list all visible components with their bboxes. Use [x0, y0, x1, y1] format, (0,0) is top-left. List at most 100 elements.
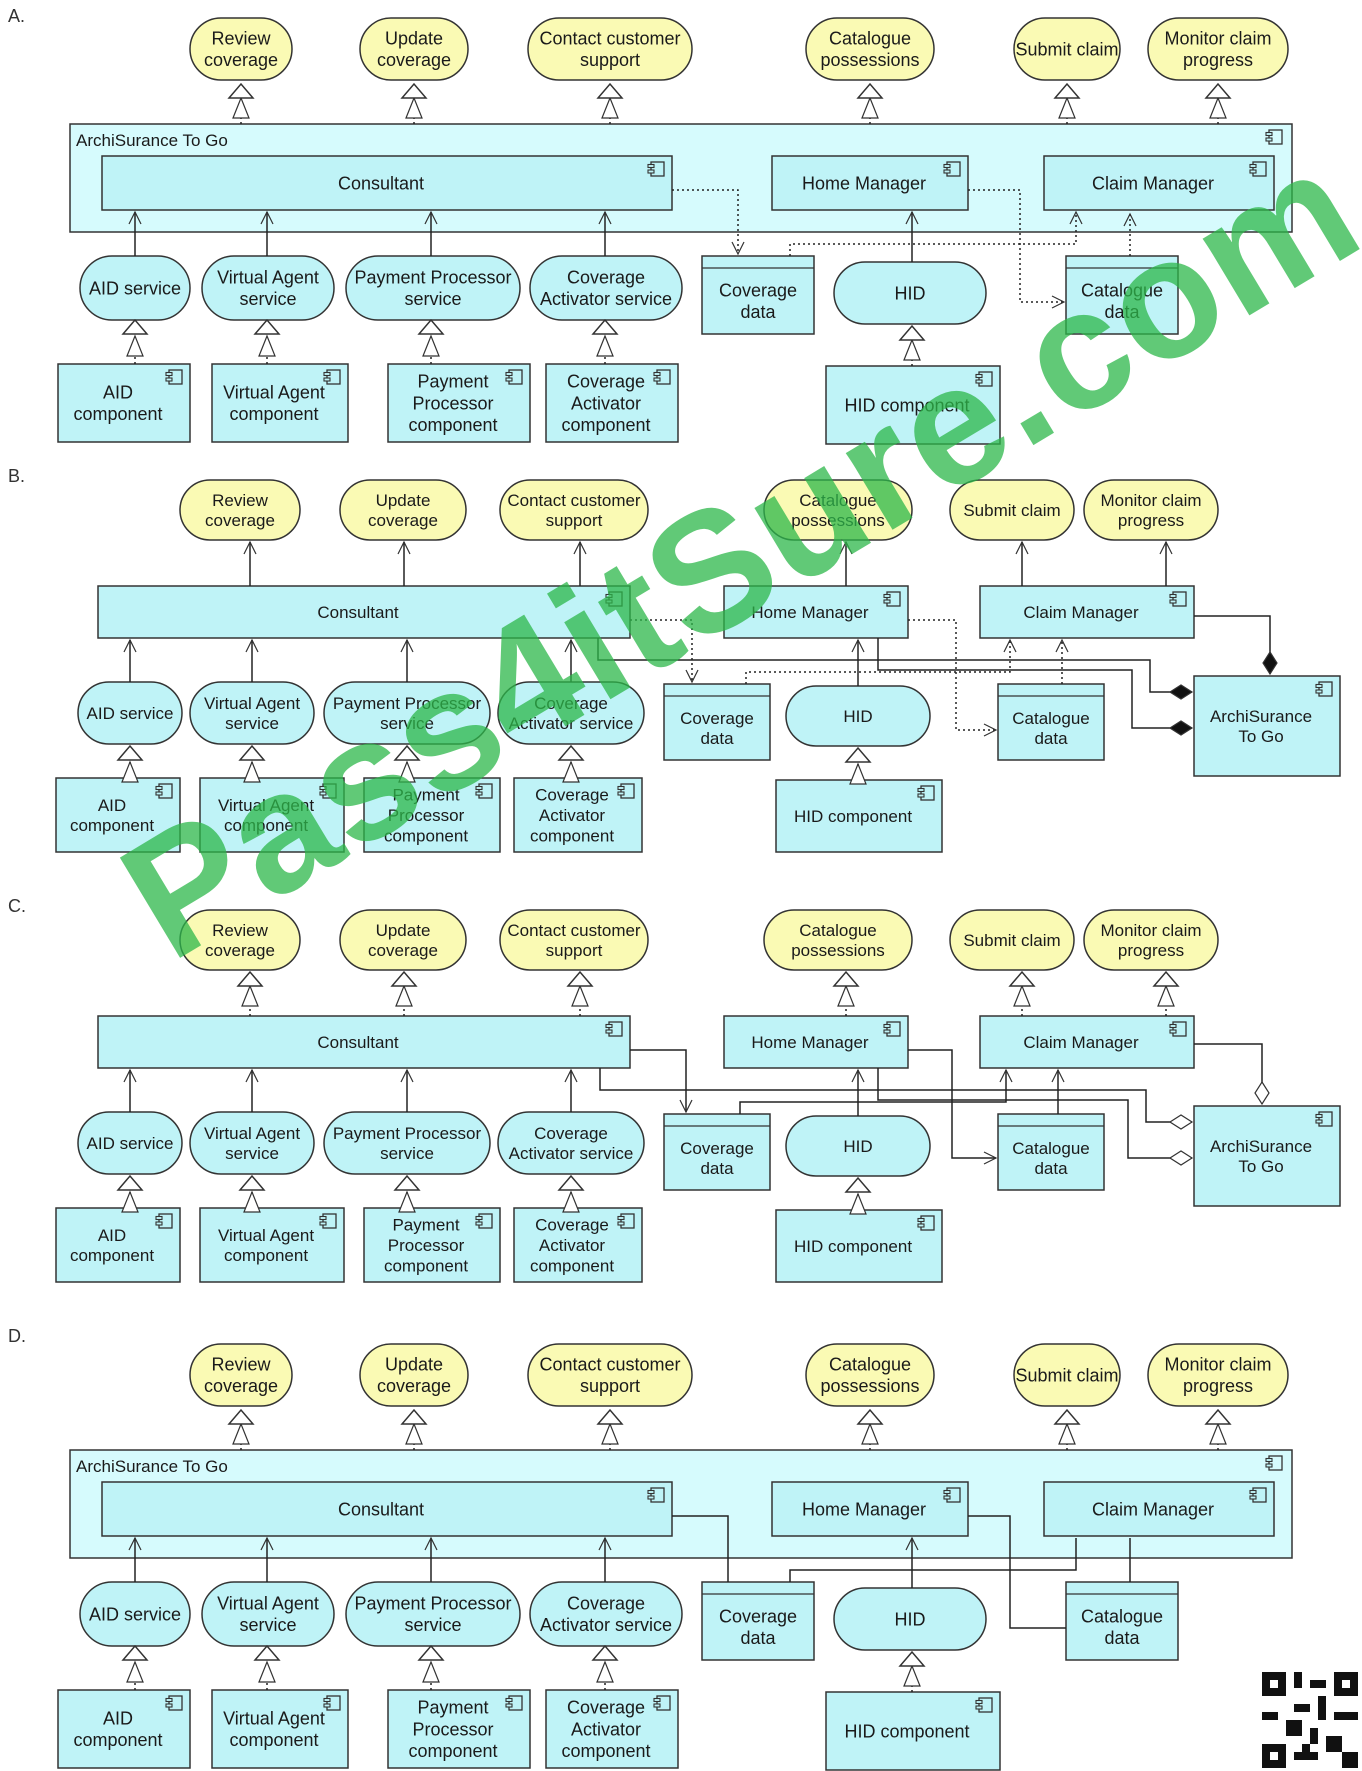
- panel-c-top-head-4: [1008, 970, 1036, 987]
- panel-c-top-head-5: [1152, 970, 1180, 987]
- panel-b-claim-manager: Claim Manager: [979, 585, 1195, 639]
- panel-b-realize-head-hid: [844, 746, 872, 763]
- panel-c-top-head-1: [390, 970, 418, 987]
- panel-a-realize-head-hid: [898, 324, 926, 341]
- panel-c-aggr-home: [877, 1068, 1192, 1158]
- panel-c-realize-head-2: [393, 1174, 421, 1191]
- panel-a-access-consultant-coverage: [672, 189, 745, 256]
- panel-c-serve-home-catalogue: [908, 1049, 998, 1165]
- panel-c-aggr-consultant: [599, 1068, 1192, 1122]
- panel-d-realize-top-head-2: [596, 1408, 624, 1425]
- panel-label-b: B.: [8, 466, 26, 486]
- panel-b-realize-head-2: [393, 744, 421, 761]
- panel-c-consultant: Consultant: [97, 1015, 631, 1069]
- panel-d-realize-top-head-0: [227, 1408, 255, 1425]
- panel-c-realize-head-hid: [844, 1176, 872, 1193]
- panel-a-hid-comp: HID component: [825, 365, 1001, 445]
- panel-c-realize-head-3: [557, 1174, 585, 1191]
- panel-d-claim-manager: Claim Manager: [1043, 1481, 1275, 1537]
- panel-a-access-home-catalogue: [968, 189, 1066, 309]
- qr-code-icon: [1262, 1672, 1358, 1768]
- panel-a-realize-head-1: [253, 318, 281, 335]
- panel-label-d: D.: [8, 1326, 26, 1346]
- panel-c-consultant-label: Consultant: [317, 1033, 399, 1052]
- panel-b-hid-service: HID: [785, 685, 931, 747]
- panel-c-top-head-3: [832, 970, 860, 987]
- panel-c-hid-comp: HID component: [775, 1209, 943, 1283]
- panel-b-consultant: Consultant: [97, 585, 631, 639]
- panel-a-home-manager-label: Home Manager: [802, 173, 926, 193]
- panel-c-hid-comp-label: HID component: [794, 1237, 912, 1256]
- panel-a-realize-top-head-5: [1204, 82, 1232, 99]
- panel-d-home-manager: Home Manager: [771, 1481, 969, 1537]
- panel-b-hid-service-label: HID: [843, 707, 872, 726]
- panel-b-aid-service: AID service: [77, 681, 183, 745]
- panel-d-realize-head-1: [253, 1644, 281, 1661]
- panel-b-home-manager: Home Manager: [723, 585, 909, 639]
- panel-a-realize-top-head-3: [856, 82, 884, 99]
- panel-d-aid-service-label: AID service: [89, 1604, 181, 1624]
- panel-a-submit-service: Submit claim: [1013, 17, 1121, 81]
- panel-d-hid-service: HID: [833, 1587, 987, 1651]
- panel-a-hid-comp-label: HID component: [844, 395, 969, 415]
- panel-d-hid-comp: HID component: [825, 1691, 1001, 1771]
- panel-a-realize-head-2: [417, 318, 445, 335]
- panel-c-serve-consultant-coverage: [630, 1049, 693, 1114]
- panel-d-realize-top-head-4: [1053, 1408, 1081, 1425]
- panel-d-realize-head-3: [591, 1644, 619, 1661]
- panel-a-realize-head-0: [121, 318, 149, 335]
- panel-a-hid-service-label: HID: [895, 283, 926, 303]
- panel-a-claim-manager: Claim Manager: [1043, 155, 1275, 211]
- panel-b-access-consultant-coverage: [630, 619, 699, 684]
- panel-d-home-manager-label: Home Manager: [802, 1499, 926, 1519]
- panel-c-submit-service: Submit claim: [949, 909, 1075, 971]
